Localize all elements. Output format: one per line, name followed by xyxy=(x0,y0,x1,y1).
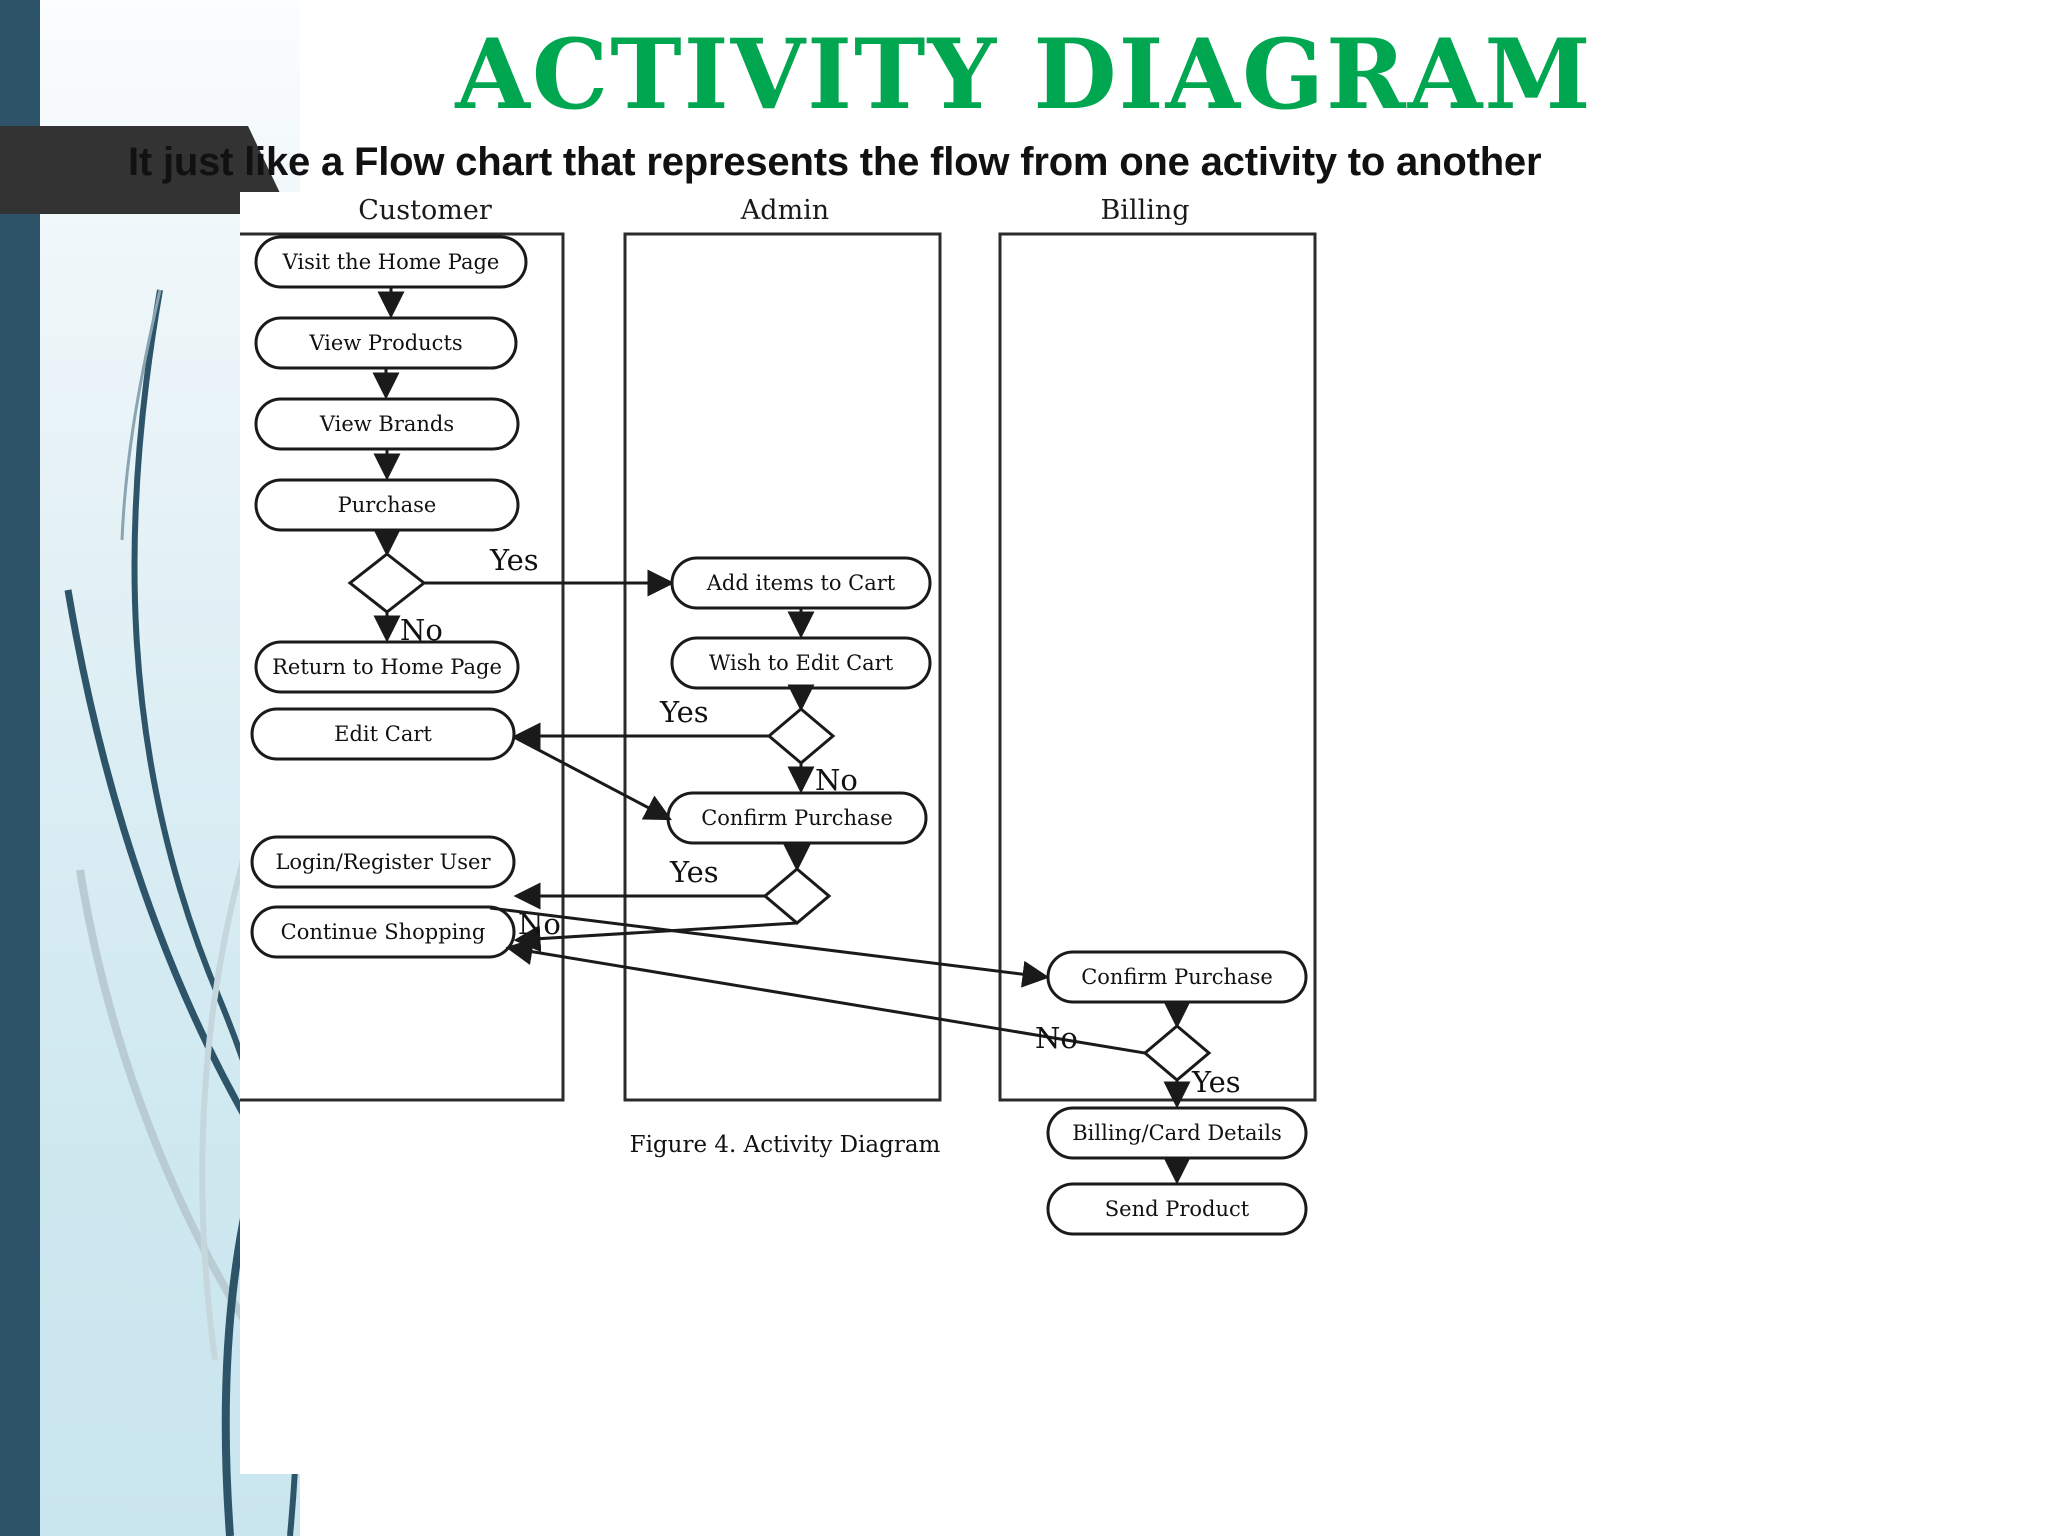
figure-caption: Figure 4. Activity Diagram xyxy=(630,1132,941,1158)
svg-text:Wish to Edit Cart: Wish to Edit Cart xyxy=(709,651,894,675)
svg-text:View Products: View Products xyxy=(308,331,462,355)
lane-title-billing: Billing xyxy=(1100,195,1189,226)
activity-diagram-svg: Customer Admin Billing Visit the Home Pa… xyxy=(240,195,1317,1236)
edge-label-yes-4: Yes xyxy=(1191,1065,1241,1099)
svg-text:Purchase: Purchase xyxy=(338,493,437,517)
svg-text:Confirm Purchase: Confirm Purchase xyxy=(701,806,893,830)
node-return-to-home-page: Return to Home Page xyxy=(254,640,520,694)
node-send-product: Send Product xyxy=(1046,1182,1308,1236)
svg-text:Send Product: Send Product xyxy=(1105,1197,1250,1221)
node-continue-shopping: Continue Shopping xyxy=(250,905,516,959)
svg-text:Confirm Purchase: Confirm Purchase xyxy=(1081,965,1273,989)
node-visit-home-page: Visit the Home Page xyxy=(254,235,528,289)
svg-text:Add items to Cart: Add items to Cart xyxy=(706,571,896,595)
edge-label-yes-3: Yes xyxy=(669,855,719,889)
svg-text:Visit the Home Page: Visit the Home Page xyxy=(282,250,500,274)
node-purchase: Purchase xyxy=(254,478,520,532)
svg-text:Return to Home Page: Return to Home Page xyxy=(272,655,502,679)
node-confirm-purchase-admin: Confirm Purchase xyxy=(666,791,928,845)
lane-title-admin: Admin xyxy=(740,195,829,226)
node-confirm-purchase-billing: Confirm Purchase xyxy=(1046,950,1308,1004)
node-billing-card-details: Billing/Card Details xyxy=(1046,1106,1308,1160)
edge-label-no-4: No xyxy=(1035,1021,1078,1055)
svg-text:Continue Shopping: Continue Shopping xyxy=(281,920,486,944)
edge-label-yes-2: Yes xyxy=(659,695,709,729)
page-title: ACTIVITY DIAGRAM xyxy=(455,18,1593,131)
svg-text:Billing/Card Details: Billing/Card Details xyxy=(1072,1121,1282,1145)
svg-text:View Brands: View Brands xyxy=(319,412,454,436)
activity-diagram-figure: Customer Admin Billing Visit the Home Pa… xyxy=(240,192,1752,1474)
edge-label-no-2: No xyxy=(815,763,858,797)
lane-title-customer: Customer xyxy=(358,195,492,226)
node-login-register-user: Login/Register User xyxy=(250,835,516,889)
accent-bar xyxy=(0,0,40,1536)
node-edit-cart: Edit Cart xyxy=(250,707,516,761)
node-view-products: View Products xyxy=(254,316,518,370)
svg-text:Edit Cart: Edit Cart xyxy=(334,722,432,746)
node-wish-to-edit-cart: Wish to Edit Cart xyxy=(670,636,932,690)
node-add-items-to-cart: Add items to Cart xyxy=(670,556,932,610)
node-view-brands: View Brands xyxy=(254,397,520,451)
slide-subtitle: It just like a Flow chart that represent… xyxy=(128,140,1542,184)
svg-text:Login/Register User: Login/Register User xyxy=(275,850,491,874)
edge-label-yes-1: Yes xyxy=(489,543,539,577)
